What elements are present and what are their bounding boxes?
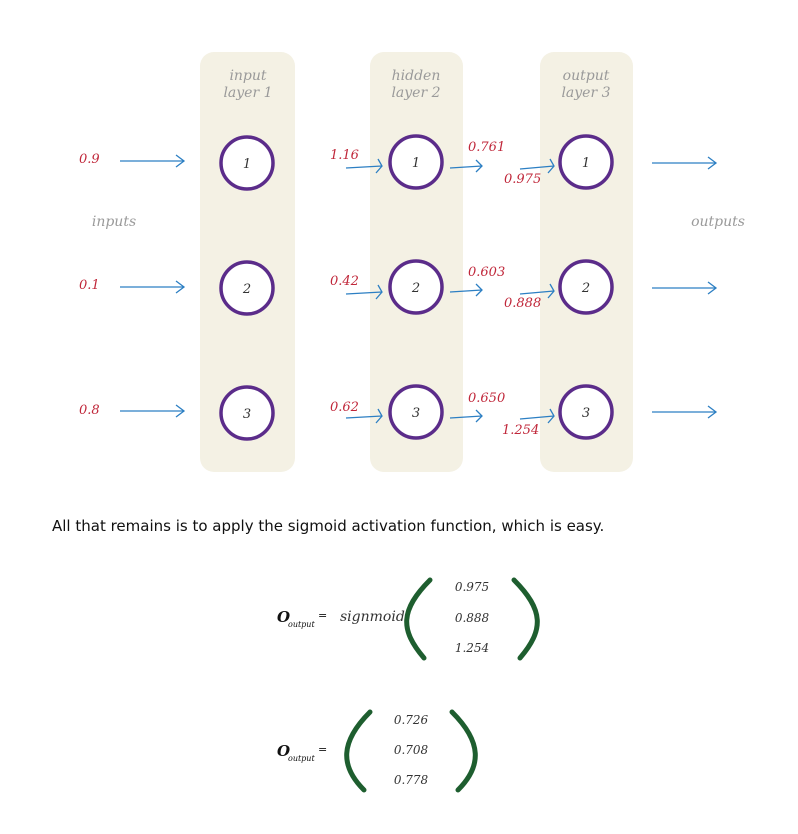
layer-1-title: input <box>229 68 266 84</box>
node-label: 1 <box>582 156 590 171</box>
matrix-value-3: 0.778 <box>394 773 429 787</box>
left-paren <box>404 577 433 661</box>
node-label: 2 <box>242 282 251 297</box>
input-node-2: 2 <box>219 260 275 316</box>
node-label: 2 <box>581 281 590 296</box>
hidden-output-1: 0.761 <box>468 140 505 155</box>
hidden-node-1: 1 <box>388 134 444 190</box>
output-arrow-3 <box>652 405 718 419</box>
hidden-in-arrow-3 <box>345 408 383 424</box>
output-subscript: output <box>288 754 315 763</box>
equation-result: O output = 0.726 0.708 0.778 <box>277 709 478 793</box>
input-node-3: 3 <box>219 385 275 441</box>
node-label: 3 <box>412 406 420 421</box>
hidden-input-1: 1.16 <box>330 148 359 163</box>
hidden-output-3: 0.650 <box>468 391 505 406</box>
hidden-in-arrow-1 <box>345 158 383 174</box>
hidden-in-arrow-2 <box>345 284 383 300</box>
hidden-node-3: 3 <box>388 384 444 440</box>
input-value-3: 0.8 <box>79 403 100 418</box>
equation-sigmoid: O output = signmoid 0.975 0.888 1.254 <box>277 577 540 661</box>
right-paren <box>449 709 478 793</box>
output-input-1: 0.975 <box>504 172 541 187</box>
caption: All that remains is to apply the sigmoid… <box>52 517 604 535</box>
matrix-value-1: 0.726 <box>394 713 429 727</box>
matrix-value-2: 0.888 <box>455 611 490 625</box>
input-arrow-3 <box>120 404 186 418</box>
hidden-out-arrow-1 <box>449 159 483 173</box>
layer-2-title: hidden <box>392 68 441 84</box>
inputs-label: inputs <box>92 214 136 230</box>
matrix-value-3: 1.254 <box>455 641 489 655</box>
hidden-input-3: 0.62 <box>330 400 359 415</box>
layer-1-subtitle: layer 1 <box>223 85 272 101</box>
matrix-value-2: 0.708 <box>394 743 429 757</box>
equals-sign: = <box>318 743 327 756</box>
node-label: 3 <box>582 406 590 421</box>
output-symbol: O <box>277 742 290 760</box>
output-input-2: 0.888 <box>504 296 541 311</box>
hidden-node-2: 2 <box>388 259 444 315</box>
hidden-input-2: 0.42 <box>330 274 359 289</box>
node-label: 1 <box>412 156 420 171</box>
output-symbol: O <box>277 608 290 626</box>
node-label: 1 <box>243 157 251 172</box>
hidden-out-arrow-2 <box>449 283 483 297</box>
node-label: 3 <box>243 407 251 422</box>
matrix-value-1: 0.975 <box>455 580 489 594</box>
equals-sign: = <box>318 609 327 622</box>
hidden-out-arrow-3 <box>449 409 483 423</box>
output-in-arrow-1 <box>519 158 555 174</box>
input-value-1: 0.9 <box>79 152 100 167</box>
outputs-label: outputs <box>691 214 745 230</box>
input-value-2: 0.1 <box>79 278 100 293</box>
layer-3-subtitle: layer 3 <box>561 85 610 101</box>
output-arrow-2 <box>652 281 718 295</box>
output-arrow-1 <box>652 156 718 170</box>
output-node-1: 1 <box>558 134 614 190</box>
output-input-3: 1.254 <box>502 423 539 438</box>
input-arrow-2 <box>120 280 186 294</box>
node-label: 2 <box>411 281 420 296</box>
layer-3-title: output <box>563 68 610 84</box>
input-node-1: 1 <box>219 135 275 191</box>
function-name: signmoid <box>340 609 405 625</box>
output-subscript: output <box>288 620 315 629</box>
output-in-arrow-2 <box>519 283 555 299</box>
output-node-3: 3 <box>558 384 614 440</box>
hidden-output-2: 0.603 <box>468 265 505 280</box>
output-in-arrow-3 <box>519 408 555 424</box>
output-node-2: 2 <box>558 259 614 315</box>
input-arrow-1 <box>120 154 186 168</box>
left-paren <box>344 709 373 793</box>
right-paren <box>511 577 540 661</box>
layer-2-subtitle: layer 2 <box>391 85 440 101</box>
